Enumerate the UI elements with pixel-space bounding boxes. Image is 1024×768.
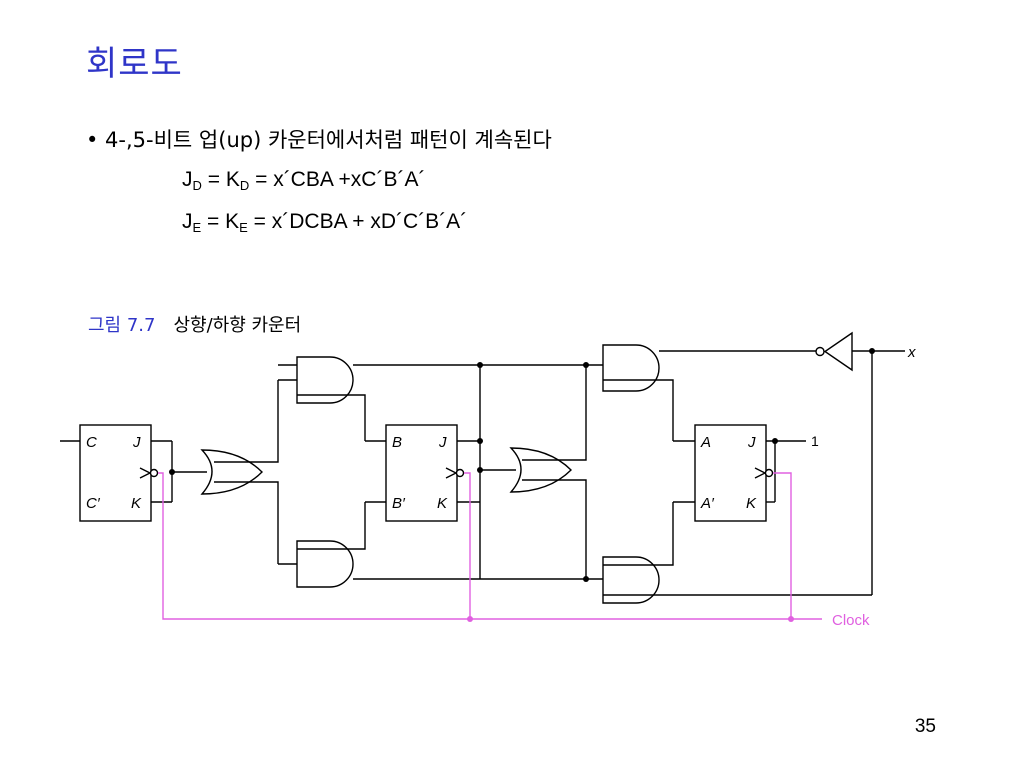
ff-a-q-label: A — [700, 434, 711, 451]
eq-rhs: = x´DCBA + xD´C´B´A´ — [253, 210, 468, 233]
and-gate-2 — [296, 540, 354, 588]
flip-flop-b: B B′ J K — [385, 424, 465, 522]
ff-b-q-label: B — [392, 434, 402, 451]
flip-flop-c: C C′ J K — [79, 424, 159, 522]
slide-title: 회로도 — [86, 44, 183, 84]
logic-wires — [60, 350, 905, 596]
ff-c-qn-label: C′ — [86, 495, 101, 512]
ff-b-k-label: K — [437, 495, 448, 512]
ff-c-q-label: C — [86, 434, 97, 451]
eq-k-symbol: K — [225, 168, 240, 191]
equation-jd-kd: JD = KD = x´CBA +xC´B´A´ — [182, 168, 425, 193]
ff-c-k-label: K — [131, 495, 142, 512]
constant-one-label: 1 — [811, 433, 819, 449]
eq-k-symbol: K — [225, 210, 240, 233]
eq-j-subscript: D — [192, 178, 202, 193]
input-x-label: x — [907, 344, 916, 361]
eq-j-subscript: E — [192, 220, 202, 235]
flip-flop-a: A A′ J K — [694, 424, 774, 522]
junction-dots — [169, 348, 875, 582]
clock-label: Clock — [832, 612, 870, 629]
inverter — [823, 331, 853, 372]
eq-equals: = — [207, 210, 220, 233]
clock-wires — [158, 472, 822, 622]
eq-rhs: = x´CBA +xC´B´A´ — [255, 168, 426, 191]
figure-number: 그림 7.7 — [88, 315, 156, 336]
ff-a-j-label: J — [747, 434, 756, 451]
or-gate-1 — [200, 449, 263, 495]
eq-j-symbol: J — [182, 168, 193, 191]
equation-je-ke: JE = KE = x´DCBA + xD´C´B´A´ — [182, 210, 467, 235]
ff-a-qn-label: A′ — [700, 495, 715, 512]
ff-a-k-label: K — [746, 495, 757, 512]
or-gate-2 — [509, 447, 572, 493]
eq-k-subscript: D — [239, 178, 250, 193]
inverter-bubble — [815, 346, 825, 357]
and-gate-1 — [296, 356, 354, 404]
eq-k-subscript: E — [239, 220, 248, 235]
and-gate-3 — [602, 344, 660, 392]
ff-b-j-label: J — [438, 434, 447, 451]
page-number: 35 — [914, 716, 936, 737]
eq-equals: = — [207, 168, 220, 191]
ff-b-qn-label: B′ — [392, 495, 406, 512]
eq-j-symbol: J — [182, 210, 193, 233]
ff-c-j-label: J — [132, 434, 141, 451]
figure-caption-text: 상향/하향 카운터 — [173, 315, 302, 336]
and-gate-4 — [602, 556, 660, 604]
figure-caption: 그림 7.7 상향/하향 카운터 — [88, 311, 301, 337]
bullet-text: • 4-,5-비트 업(up) 카운터에서처럼 패턴이 계속된다 — [86, 128, 552, 152]
